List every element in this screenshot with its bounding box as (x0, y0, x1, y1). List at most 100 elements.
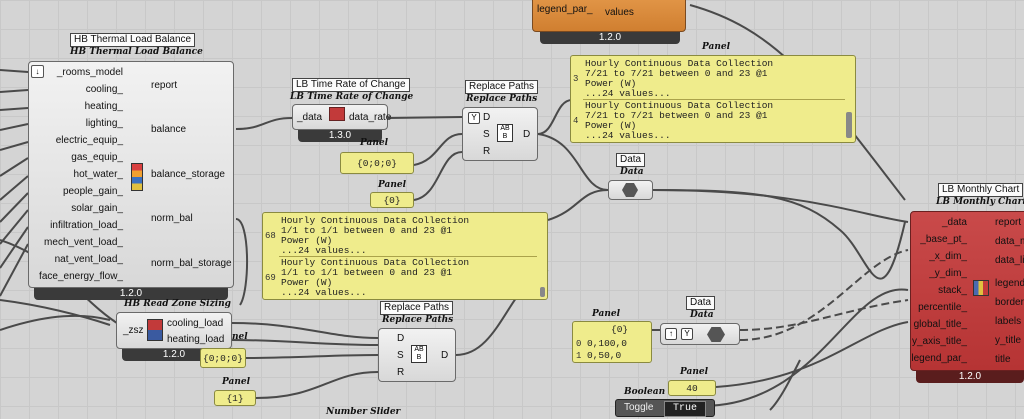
output-colors[interactable]: colors (605, 0, 632, 2)
panel-1[interactable]: {0;0;0} (340, 152, 414, 174)
output-title[interactable]: title (995, 354, 1011, 365)
input-x-dim[interactable]: _x_dim_ (929, 251, 967, 262)
output-y-title[interactable]: y_title (995, 335, 1022, 346)
panel-6[interactable]: 40 (668, 380, 716, 396)
row-index: 1 (576, 351, 582, 361)
toggle-label: Toggle (624, 402, 654, 413)
panel-1-nickname: Panel (360, 138, 389, 148)
panel-line: Hourly Continuous Data Collection (585, 58, 774, 69)
input-legend-par[interactable]: legend_par_ (537, 4, 593, 15)
thermal-label: HB Thermal Load Balance (70, 33, 196, 47)
hb-read-zone-sizing-component[interactable]: _zsz cooling_load heating_load (116, 312, 232, 349)
input-base-pt[interactable]: _base_pt_ (920, 234, 967, 245)
output-borders[interactable]: borders (995, 297, 1024, 308)
expand-arrow-icon[interactable]: ↓ (31, 65, 44, 78)
input-people-gain[interactable]: people_gain_ (62, 186, 123, 197)
input-D[interactable]: D (483, 112, 491, 123)
output-legend[interactable]: legend (995, 278, 1024, 289)
panel-mid[interactable]: 68 Hourly Continuous Data Collection 1/1… (262, 212, 548, 300)
output-data-mesh[interactable]: data_m (995, 236, 1024, 247)
panel-scrollbar[interactable] (846, 112, 852, 138)
input-solar-gain[interactable]: solar_gain_ (71, 203, 123, 214)
input-data[interactable]: _data (941, 217, 967, 228)
input-R[interactable]: R (397, 367, 405, 378)
replace-top-label: Replace Paths (465, 80, 539, 94)
output-D[interactable]: D (441, 350, 449, 361)
input-nat-vent-load[interactable]: nat_vent_load_ (54, 254, 123, 265)
input-electric-equip[interactable]: electric_equip_ (55, 135, 123, 146)
input-S[interactable]: S (483, 129, 490, 140)
panel-2[interactable]: {0} (370, 192, 414, 208)
panel-top[interactable]: 3 Hourly Continuous Data Collection 7/21… (570, 55, 856, 143)
panel-top-nickname: Panel (702, 42, 731, 52)
output-balance[interactable]: balance (151, 124, 187, 135)
panel-scrollbar[interactable] (540, 287, 545, 297)
panel-3[interactable]: {0;0;0} (200, 348, 246, 368)
input-y-axis-title[interactable]: y_axis_title_ (911, 336, 967, 347)
output-D[interactable]: D (523, 129, 531, 140)
row-index: 69 (265, 273, 276, 283)
time-rate-version: 1.3.0 (298, 130, 382, 142)
output-heating-load[interactable]: heating_load (167, 334, 225, 345)
lb-time-rate-component[interactable]: _data data_rate (292, 104, 392, 130)
input-lighting[interactable]: lighting_ (85, 118, 123, 129)
replace-bottom-label: Replace Paths (380, 301, 454, 315)
output-values[interactable]: values (605, 7, 634, 18)
time-rate-label: LB Time Rate of Change (292, 78, 410, 92)
up-arrow-icon[interactable]: ↑ (665, 328, 677, 340)
row-divider (583, 99, 845, 100)
monthly-nickname: LB Monthly Chart (936, 197, 1024, 207)
input-legend-par[interactable]: legend_par_ (911, 353, 967, 364)
input-face-energy-flow[interactable]: face_energy_flow_ (39, 271, 123, 282)
output-cooling-load[interactable]: cooling_load (167, 318, 224, 329)
data-top-component[interactable] (608, 180, 653, 200)
panel-line: ...24 values... (281, 287, 367, 298)
legend-parameters-component[interactable]: colors values legend_par_ (532, 0, 686, 32)
monthly-chart-icon (973, 280, 989, 296)
number-slider-nickname: Number Slider (326, 407, 401, 417)
input-infiltration-load[interactable]: infiltration_load_ (50, 220, 123, 231)
time-rate-icon (329, 107, 345, 121)
input-data[interactable]: _data (297, 112, 323, 123)
input-global-title[interactable]: global_title_ (913, 319, 967, 330)
output-report[interactable]: report (151, 80, 178, 91)
input-stack[interactable]: stack_ (938, 285, 967, 296)
output-data-rate[interactable]: data_rate (349, 112, 392, 123)
lb-monthly-chart-component[interactable]: _data _base_pt_ _x_dim_ _y_dim_ stack_ p… (910, 211, 1024, 371)
panel-line: ...24 values... (281, 245, 367, 256)
output-report[interactable]: report (995, 217, 1022, 228)
hb-thermal-load-balance-component[interactable]: _rooms_model cooling_ heating_ lighting_… (28, 61, 234, 288)
data-bottom-component[interactable]: ↑ Y (660, 323, 740, 345)
panel-6-nickname: Panel (680, 367, 709, 377)
panel-4[interactable]: {1} (214, 390, 256, 406)
panel-line: 0,50,0 (587, 350, 622, 361)
panel-4-nickname: Panel (222, 377, 251, 387)
output-labels[interactable]: labels (995, 316, 1022, 327)
input-S[interactable]: S (397, 350, 404, 361)
input-rooms-model[interactable]: _rooms_model (56, 67, 123, 78)
panel-5[interactable]: {0} 0 0,100,0 1 0,50,0 (572, 321, 652, 363)
input-cooling[interactable]: cooling_ (85, 84, 123, 95)
output-data-lines[interactable]: data_li (995, 255, 1024, 266)
output-norm-bal-storage[interactable]: norm_bal_storage (151, 258, 232, 269)
output-norm-bal[interactable]: norm_bal (151, 213, 193, 224)
input-gas-equip[interactable]: gas_equip_ (71, 152, 123, 163)
filter-icon[interactable]: Y (681, 328, 693, 340)
input-mech-vent-load[interactable]: mech_vent_load_ (44, 237, 123, 248)
input-D[interactable]: D (397, 333, 405, 344)
input-hot-water[interactable]: hot_water_ (73, 169, 123, 180)
input-percentile[interactable]: percentile_ (918, 302, 967, 313)
filter-icon[interactable]: Y (468, 112, 480, 124)
input-R[interactable]: R (483, 146, 491, 157)
boolean-toggle[interactable]: Toggle True (615, 399, 715, 417)
output-balance-storage[interactable]: balance_storage (151, 169, 225, 180)
zone-sizing-icon (147, 319, 163, 341)
input-y-dim[interactable]: _y_dim_ (929, 268, 967, 279)
thermal-version: 1.2.0 (34, 288, 228, 300)
input-zsz[interactable]: _zsz (123, 325, 144, 336)
toggle-value[interactable]: True (664, 401, 706, 417)
input-heating[interactable]: heating_ (84, 101, 123, 112)
